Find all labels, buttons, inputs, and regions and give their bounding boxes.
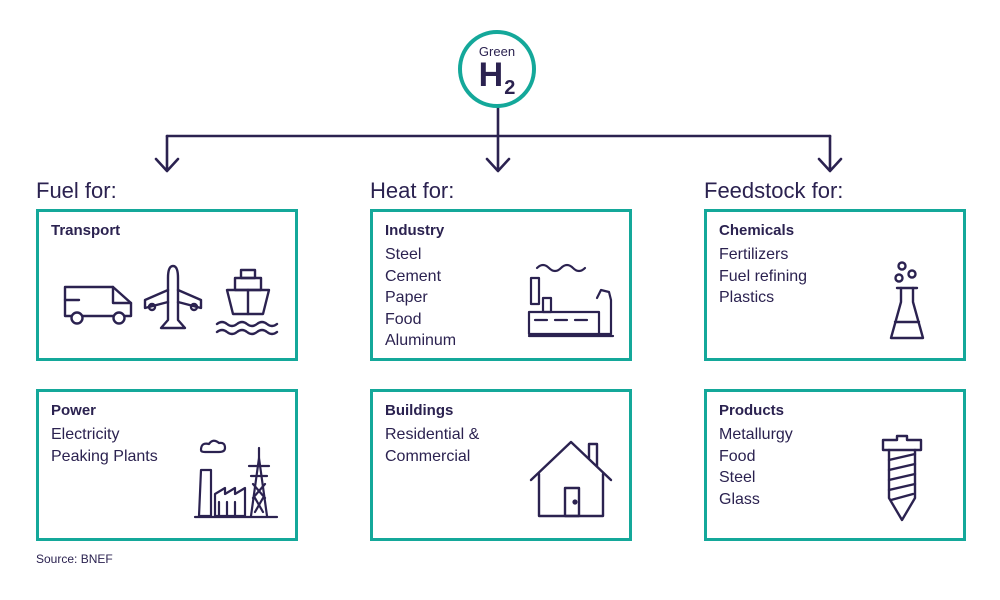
list-item: Steel [385, 246, 422, 263]
list-item: Aluminum [385, 332, 457, 349]
card-list-power: Electricity Peaking Plants [51, 424, 158, 467]
list-item: Glass [719, 490, 760, 508]
card-power: Power Electricity Peaking Plants [36, 389, 298, 541]
hub-top-label: Green [478, 44, 516, 59]
hub-formula: H2 [462, 58, 532, 105]
hub-main-label: H [478, 56, 504, 94]
list-item: Food [385, 310, 422, 328]
card-title-power: Power [51, 402, 97, 419]
list-item: Peaking Plants [51, 447, 158, 465]
heading-fuel: Fuel for: [36, 178, 117, 203]
card-title-products: Products [719, 402, 785, 419]
list-item: Fertilizers [719, 246, 789, 263]
card-list-products: Metallurgy Food Steel Glass [719, 424, 793, 510]
list-item: Plastics [719, 289, 775, 306]
flask-icon [885, 256, 935, 346]
van-icon [61, 267, 135, 327]
list-item: Food [719, 447, 756, 465]
connector-arrows [154, 106, 843, 173]
source-note: Source: BNEF [36, 552, 113, 566]
list-item: Electricity [51, 426, 120, 443]
card-list-industry: Steel Cement Paper Food Aluminum [385, 244, 456, 352]
list-item: Residential & [385, 426, 480, 443]
ship-icon [213, 264, 283, 338]
list-item: Commercial [385, 447, 471, 465]
airplane-icon [137, 262, 209, 338]
card-list-chemicals: Fertilizers Fuel refining Plastics [719, 244, 807, 309]
list-item: Steel [719, 469, 756, 486]
list-item: Cement [385, 267, 442, 285]
card-buildings: Buildings Residential & Commercial [370, 389, 632, 541]
card-industry: Industry Steel Cement Paper Food Aluminu… [370, 209, 632, 361]
card-title-buildings: Buildings [385, 402, 454, 419]
list-item: Metallurgy [719, 426, 793, 443]
card-products: Products Metallurgy Food Steel Glass [704, 389, 966, 541]
heading-feedstock: Feedstock for: [704, 178, 844, 203]
green-h2-hub: Green H2 [458, 30, 536, 108]
hub-subscript: 2 [504, 77, 516, 99]
card-transport: Transport [36, 209, 298, 361]
screw-icon [877, 432, 927, 524]
factory-icon [525, 258, 617, 342]
card-title-chemicals: Chemicals [719, 222, 795, 239]
power-plant-icon [191, 436, 281, 522]
card-title-industry: Industry [385, 222, 445, 239]
card-chemicals: Chemicals Fertilizers Fuel refining Plas… [704, 209, 966, 361]
list-item: Paper [385, 289, 428, 306]
card-list-buildings: Residential & Commercial [385, 424, 479, 467]
list-item: Fuel refining [719, 267, 808, 285]
card-title-transport: Transport [51, 222, 121, 239]
heading-heat: Heat for: [370, 178, 455, 203]
house-icon [525, 436, 619, 520]
